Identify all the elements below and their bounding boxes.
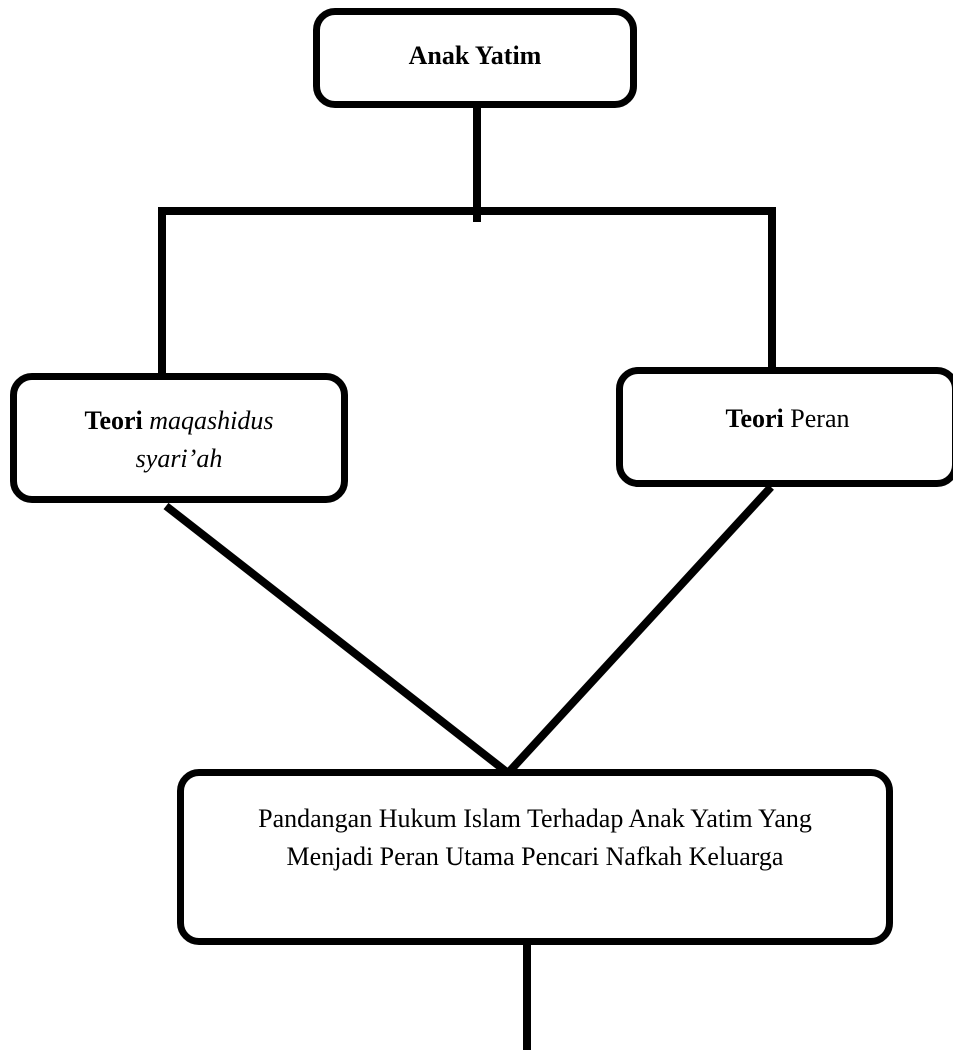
node-anak-yatim: Anak Yatim: [313, 8, 637, 108]
node-right-term: Peran: [790, 404, 850, 433]
node-left-prefix: Teori: [84, 406, 143, 435]
node-right-prefix: Teori: [725, 404, 784, 433]
node-left-term: maqashidus syari’ah: [135, 406, 274, 473]
node-pandangan-hukum-islam: Pandangan Hukum Islam Terhadap Anak Yati…: [177, 769, 893, 945]
edge-left-to-bottom: [163, 502, 511, 777]
node-teori-peran: Teori Peran: [616, 367, 953, 487]
node-root-label: Anak Yatim: [408, 41, 542, 70]
node-bottom-label: Pandangan Hukum Islam Terhadap Anak Yati…: [258, 804, 812, 871]
edge-right-to-bottom: [505, 484, 774, 776]
node-teori-maqashidus: Teori maqashidus syari’ah: [10, 373, 348, 503]
